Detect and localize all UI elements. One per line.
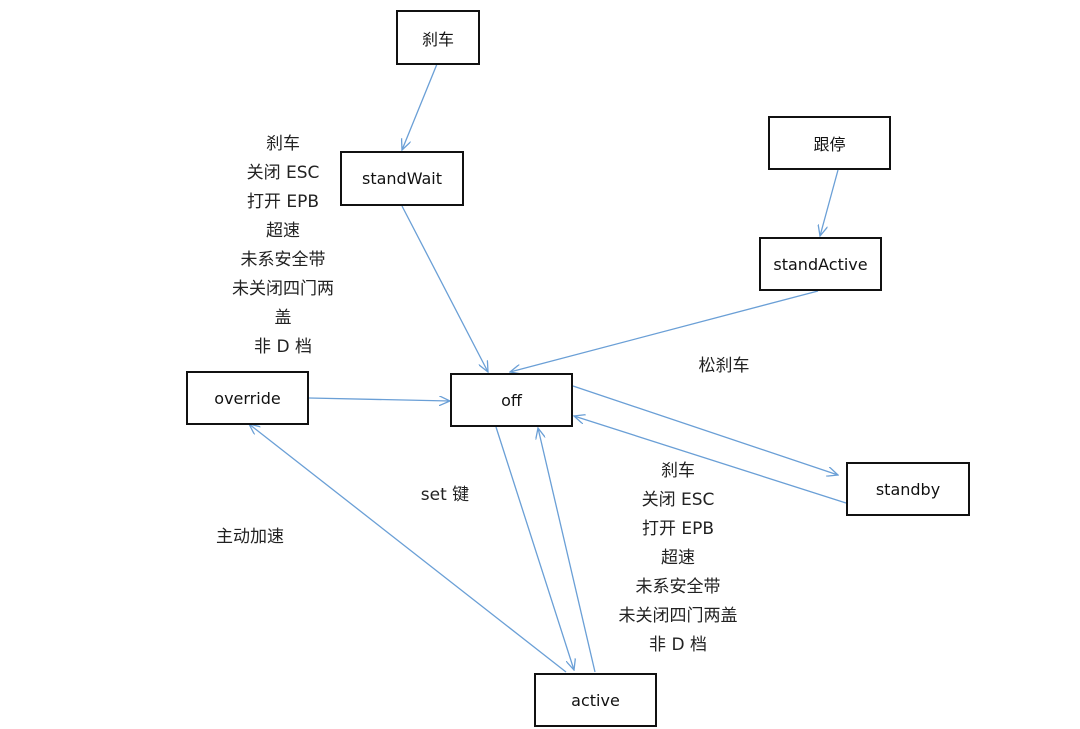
- arrow-brake-to-standwait: [402, 63, 438, 150]
- left-condition-line: 关闭 ESC: [246, 163, 320, 183]
- node-active: active: [534, 673, 657, 727]
- arrow-active-to-off: [538, 428, 596, 673]
- arrow-standactive-to-off: [510, 290, 819, 372]
- right-condition-line: 未系安全带: [635, 577, 721, 597]
- left-condition-line: 刹车: [266, 134, 300, 154]
- arrow-standwait-to-off: [401, 205, 488, 372]
- right-condition-line: 关闭 ESC: [641, 490, 715, 510]
- right-condition-line: 刹车: [661, 461, 695, 481]
- left-condition-line: 打开 EPB: [246, 192, 320, 212]
- left-condition-line: 非 D 档: [254, 337, 312, 357]
- left-conditions-label: 刹车 关闭 ESC 打开 EPB 超速 未系安全带 未关闭四门两 盖 非 D 档: [203, 130, 363, 362]
- arrow-override-to-off: [308, 398, 450, 401]
- arrow-standby-to-off: [574, 416, 847, 504]
- arrow-off-to-active: [495, 426, 574, 670]
- arrow-followstop-to-standactive: [820, 169, 839, 236]
- node-stand-active: standActive: [759, 237, 882, 291]
- node-standby: standby: [846, 462, 970, 516]
- node-follow-stop: 跟停: [768, 116, 891, 170]
- left-condition-line: 盖: [274, 308, 292, 328]
- node-off: off: [450, 373, 573, 427]
- left-condition-line: 未关闭四门两: [232, 279, 334, 299]
- arrow-off-to-standby: [572, 385, 838, 475]
- right-condition-line: 未关闭四门两盖: [618, 606, 738, 626]
- left-condition-line: 未系安全带: [240, 250, 326, 270]
- node-brake: 刹车: [396, 10, 480, 65]
- right-condition-line: 打开 EPB: [641, 519, 715, 539]
- arrow-active-to-override: [249, 424, 567, 673]
- right-condition-line: 超速: [661, 548, 695, 568]
- release-brake-label: 松刹车: [698, 356, 750, 376]
- right-condition-line: 非 D 档: [649, 635, 707, 655]
- active-accel-label: 主动加速: [216, 527, 284, 547]
- right-conditions-label: 刹车 关闭 ESC 打开 EPB 超速 未系安全带 未关闭四门两盖 非 D 档: [598, 457, 758, 660]
- node-override: override: [186, 371, 309, 425]
- node-stand-wait: standWait: [340, 151, 464, 206]
- set-key-label: set 键: [420, 485, 470, 505]
- left-condition-line: 超速: [266, 221, 300, 241]
